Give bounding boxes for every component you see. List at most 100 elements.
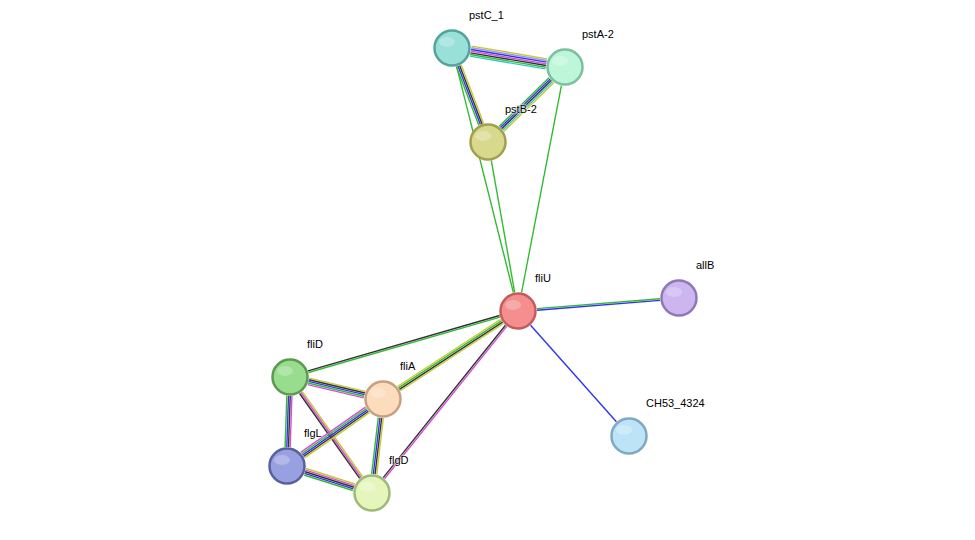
evidence-strand [285,396,287,447]
evidence-strand [470,53,546,66]
node-highlight [277,366,293,376]
interaction-edge [499,78,554,131]
evidence-strand [305,472,354,487]
evidence-strand [500,79,550,127]
protein-label: flgL [304,427,322,439]
node-highlight [370,388,386,398]
protein-label: pstB-2 [505,103,537,115]
node-circle [273,360,308,395]
evidence-strand [305,473,354,488]
protein-label: flgD [389,454,409,466]
node-circle [471,125,506,160]
node-circle-shape [364,380,402,418]
evidence-strand [504,83,554,131]
protein-node: fliU [499,292,537,330]
evidence-strand [305,413,370,458]
node-circle [501,294,536,329]
evidence-strand [372,418,379,474]
evidence-strand [461,65,483,124]
evidence-strand [308,383,364,396]
protein-node: pstB-2 [469,123,507,161]
evidence-strand [499,78,549,126]
evidence-strand [385,326,507,478]
protein-label: fliD [307,338,323,350]
node-circle-shape [469,123,507,161]
interaction-edge [304,469,355,491]
evidence-strand [470,56,546,69]
node-highlight [505,300,521,310]
node-circle-shape [271,358,309,396]
interaction-edge [308,378,366,398]
protein-label: pstC_1 [469,9,504,21]
interaction-edge [457,66,514,292]
protein-label: fliA [400,360,415,372]
node-highlight [274,455,290,465]
evidence-strand [537,299,660,309]
protein-node: flgD [353,474,391,512]
evidence-strand [537,300,660,310]
evidence-strand [303,410,368,455]
node-highlight [666,287,682,297]
evidence-strand [398,321,501,388]
node-highlight [616,425,632,435]
node-circle [435,31,470,66]
interaction-edge [398,319,504,391]
node-circle-shape [610,417,648,455]
interaction-edge [537,299,660,311]
evidence-strand [399,322,502,389]
node-circle [366,382,401,417]
evidence-strand [491,161,514,293]
interaction-edge [522,86,562,293]
interaction-edge [301,407,370,458]
node-circle-shape [546,48,584,86]
node-circle-shape [353,474,391,512]
evidence-strand [531,325,617,422]
protein-node: fliA [364,380,402,418]
node-highlight [359,482,375,492]
protein-node: flgL [268,447,306,485]
interaction-edge [285,396,292,447]
protein-node: pstA-2 [546,48,584,86]
node-circle [662,281,697,316]
protein-label: CH53_4324 [646,397,705,409]
evidence-strand [503,81,553,129]
node-circle [355,476,390,511]
node-highlight [552,56,568,66]
evidence-strand [470,55,546,68]
node-highlight [475,131,491,141]
evidence-strand [304,475,353,490]
evidence-strand [502,80,552,128]
protein-node: pstC_1 [433,29,471,67]
protein-node: allB [660,279,698,317]
evidence-strand [522,86,562,293]
node-circle-shape [660,279,698,317]
interaction-edge [372,418,384,475]
node-circle [612,419,647,454]
evidence-strand [308,385,364,398]
protein-label: allB [696,259,714,271]
protein-node: CH53_4324 [610,417,648,455]
interaction-edge [456,65,483,125]
interaction-edge [383,325,507,478]
node-highlight [439,37,455,47]
node-circle [548,50,583,85]
evidence-strand [304,411,369,456]
node-circle [270,449,305,484]
interaction-edge [470,46,547,69]
evidence-strand [471,49,547,62]
node-circle-shape [499,292,537,330]
protein-node: fliD [271,358,309,396]
node-circle-shape [268,447,306,485]
evidence-strand [302,408,367,453]
node-circle-shape [433,29,471,67]
evidence-strand [456,67,478,126]
protein-label: pstA-2 [582,28,614,40]
evidence-strand [471,51,547,64]
evidence-strand [457,66,514,292]
evidence-strand [460,65,482,124]
evidence-strand [301,407,366,452]
protein-label: fliU [535,272,551,284]
evidence-strand [308,381,364,394]
